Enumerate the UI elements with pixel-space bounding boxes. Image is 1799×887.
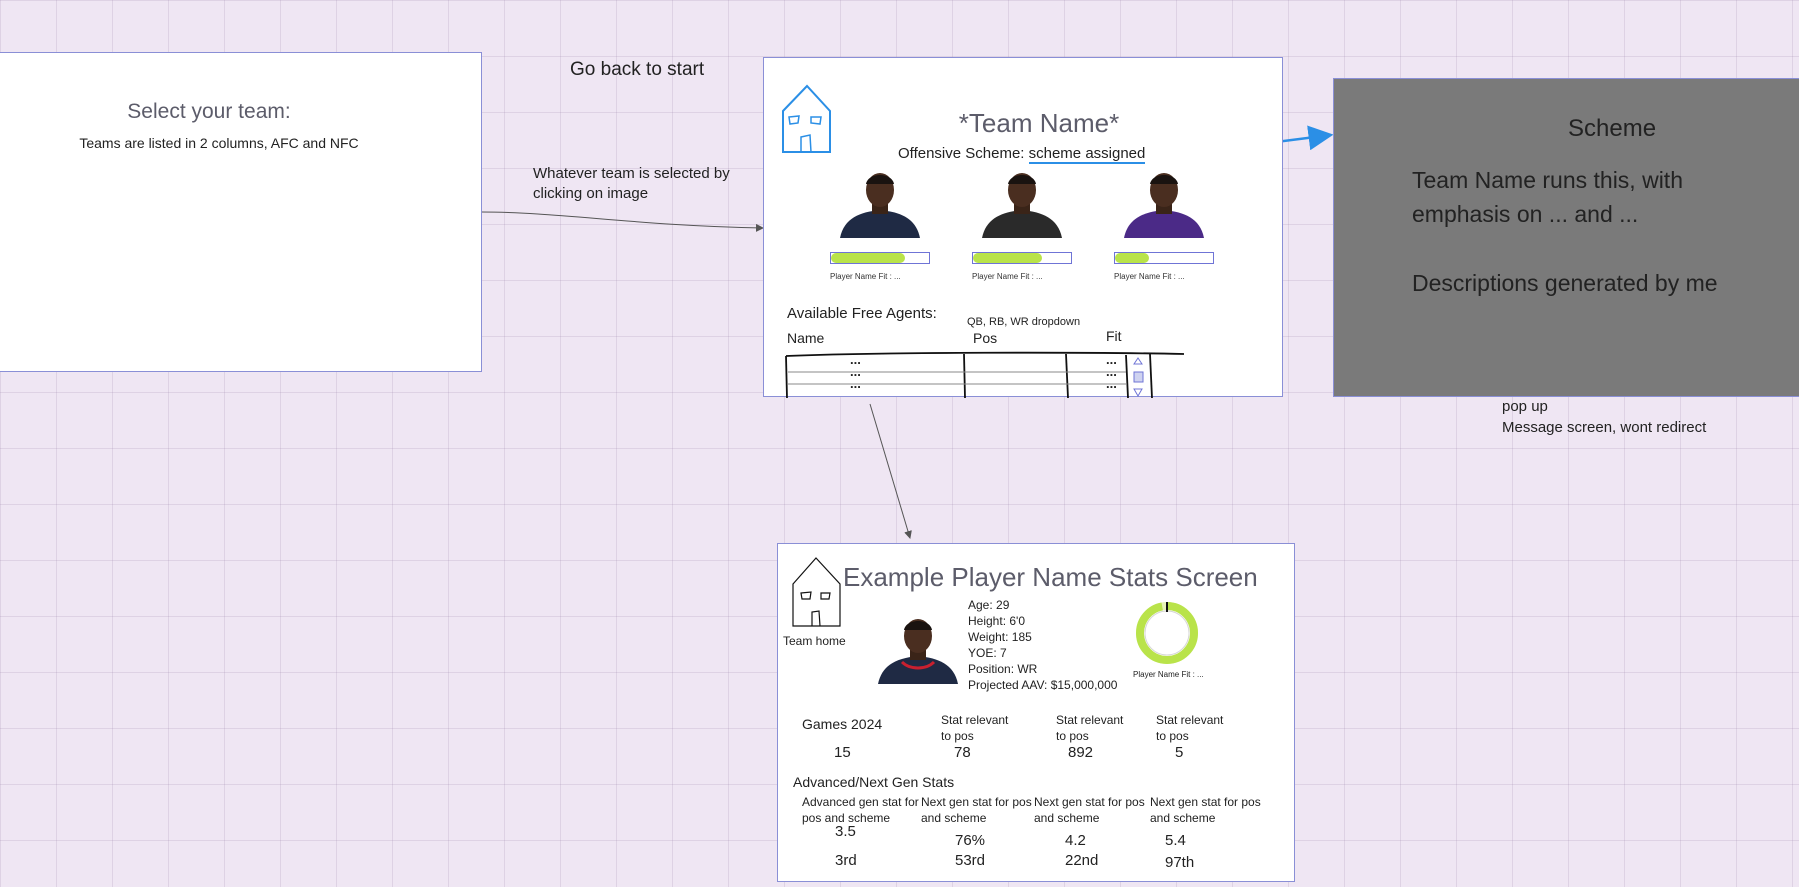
- popup-note-line1: pop up: [1502, 398, 1548, 415]
- popup-note-line2: Message screen, wont redirect: [1502, 419, 1707, 436]
- bio-position: Position: WR: [968, 662, 1038, 676]
- adv-header-4: Next gen stat for pos and scheme: [1150, 795, 1261, 825]
- home-icon[interactable]: [780, 84, 834, 154]
- player-fit-bar-fill: [831, 253, 905, 263]
- player-fit-label-1: Player Name Fit : ...: [830, 272, 901, 281]
- column-header-pos: Pos: [973, 330, 998, 346]
- stat-value-2: 892: [1068, 744, 1094, 761]
- scheme-assigned-link[interactable]: scheme assigned: [1028, 145, 1146, 164]
- player-photo: [878, 619, 958, 684]
- player-photo-3[interactable]: [1118, 168, 1210, 238]
- fit-ring-gauge: [1136, 602, 1198, 664]
- bio-age: Age: 29: [968, 598, 1010, 612]
- scheme-popup-line2: emphasis on ... and ...: [1412, 201, 1639, 227]
- bio-weight: Weight: 185: [968, 630, 1032, 644]
- stat-header-3: Stat relevant to pos: [1156, 713, 1224, 743]
- player-fit-bar-fill: [1115, 253, 1150, 263]
- team-home-label[interactable]: Team home: [783, 634, 846, 648]
- table-scrollbar[interactable]: [1133, 357, 1144, 398]
- select-team-title: Select your team:: [127, 100, 291, 123]
- player-fit-label-3: Player Name Fit : ...: [1114, 272, 1185, 281]
- stat-header-1: Stat relevant to pos: [941, 713, 1009, 743]
- scheme-popup-line1: Team Name runs this, with: [1412, 167, 1683, 193]
- team-home-icon[interactable]: [790, 556, 844, 628]
- free-agent-row-name[interactable]: ...: [850, 352, 861, 367]
- player-fit-bar-fill: [973, 253, 1042, 263]
- adv-header-3: Next gen stat for pos and scheme: [1034, 795, 1145, 825]
- player-fit-bar-1: [830, 252, 930, 264]
- player-fit-bar-3: [1114, 252, 1214, 264]
- advanced-stats-title: Advanced/Next Gen Stats: [793, 774, 955, 790]
- team-name-title: *Team Name*: [958, 108, 1120, 138]
- stat-header-2: Stat relevant to pos: [1056, 713, 1124, 743]
- bio-projected-aav: Projected AAV: $15,000,000: [968, 678, 1118, 692]
- select-team-subtitle: Teams are listed in 2 columns, AFC and N…: [79, 135, 359, 151]
- free-agent-row-fit[interactable]: ...: [1106, 364, 1117, 379]
- adv-rank-2: 53rd: [955, 852, 986, 869]
- stat-value-3: 5: [1175, 744, 1184, 761]
- column-header-name: Name: [787, 330, 825, 346]
- bio-yoe: YOE: 7: [968, 646, 1007, 660]
- offensive-scheme-label: Offensive Scheme:: [898, 145, 1025, 162]
- adv-rank-1: 3rd: [835, 852, 857, 869]
- adv-rank-4: 97th: [1165, 854, 1195, 871]
- fit-ring-label: Player Name Fit : ...: [1133, 670, 1204, 679]
- position-dropdown-note[interactable]: QB, RB, WR dropdown: [967, 316, 1081, 328]
- stat-value-1: 78: [954, 744, 971, 761]
- bio-height: Height: 6'0: [968, 614, 1025, 628]
- go-back-note[interactable]: Go back to start: [570, 59, 705, 80]
- column-header-fit: Fit: [1106, 328, 1122, 344]
- free-agents-table: [785, 351, 1184, 398]
- free-agent-row-name[interactable]: ...: [850, 376, 861, 391]
- free-agents-label: Available Free Agents:: [787, 305, 937, 322]
- stats-screen-title: Example Player Name Stats Screen: [843, 562, 1258, 592]
- free-agent-row-name[interactable]: ...: [850, 364, 861, 379]
- select-team-frame: Select your team: Teams are listed in 2 …: [0, 52, 482, 372]
- games-label: Games 2024: [802, 716, 883, 732]
- offensive-scheme-row: Offensive Scheme: scheme assigned: [898, 145, 1146, 164]
- player-photo-2[interactable]: [976, 168, 1068, 238]
- team-frame: *Team Name* Offensive Scheme: scheme ass…: [763, 57, 1283, 398]
- games-value: 15: [834, 744, 851, 761]
- adv-header-1: Advanced gen stat for pos and scheme: [802, 795, 919, 825]
- player-stats-frame: Team home Example Player Name Stats Scre…: [777, 543, 1295, 882]
- adv-value-2: 76%: [955, 832, 986, 849]
- adv-header-2: Next gen stat for pos and scheme: [921, 795, 1032, 825]
- adv-rank-3: 22nd: [1065, 852, 1099, 869]
- connector-select-to-team: [480, 211, 764, 232]
- player-photo-1[interactable]: [834, 168, 926, 238]
- team-select-note: Whatever team is selected by clicking on…: [533, 165, 730, 202]
- scheme-popup: Scheme Team Name runs this, with emphasi…: [1333, 78, 1799, 397]
- free-agent-row-fit[interactable]: ...: [1106, 376, 1117, 391]
- player-fit-bar-2: [972, 252, 1072, 264]
- adv-value-1: 3.5: [835, 823, 856, 840]
- adv-value-4: 5.4: [1165, 832, 1186, 849]
- scheme-popup-title: Scheme: [1568, 115, 1657, 142]
- adv-value-3: 4.2: [1065, 832, 1086, 849]
- player-fit-label-2: Player Name Fit : ...: [972, 272, 1043, 281]
- free-agent-row-fit[interactable]: ...: [1106, 352, 1117, 367]
- connector-team-to-stats: [869, 403, 912, 539]
- scheme-popup-line3: Descriptions generated by me: [1412, 270, 1718, 296]
